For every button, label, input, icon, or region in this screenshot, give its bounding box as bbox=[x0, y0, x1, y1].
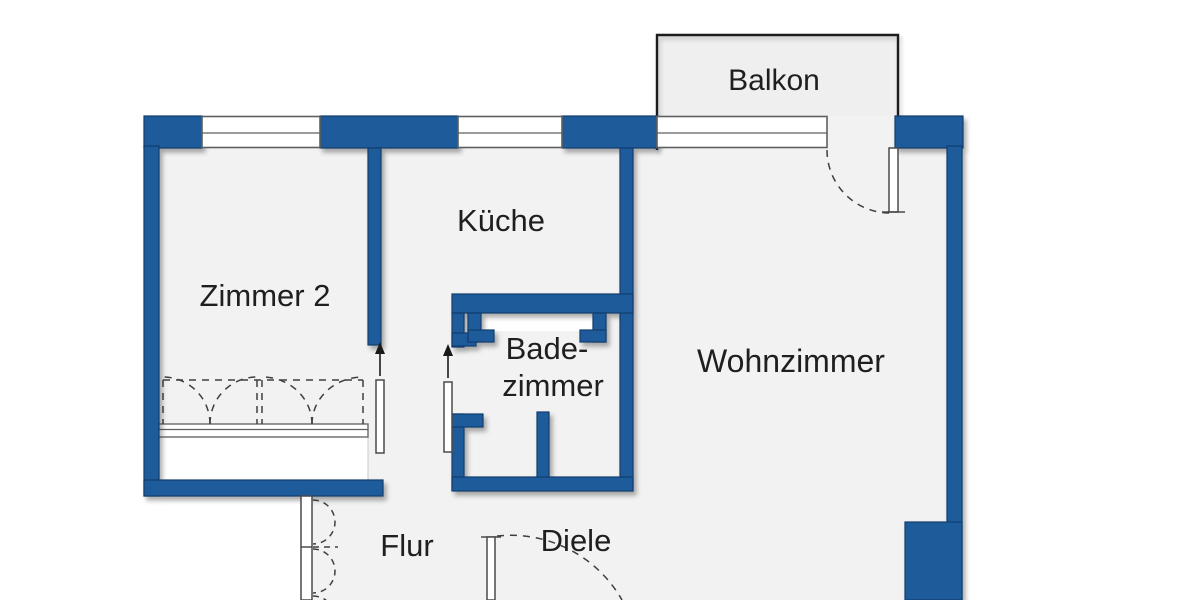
window-wohnzimmer bbox=[656, 115, 828, 149]
room-label-balkon: Balkon bbox=[728, 64, 820, 97]
wall-top-segment-3 bbox=[561, 115, 658, 149]
bay-door-swing-arc bbox=[209, 376, 258, 425]
wall-kueche-wohnzimmer-divider bbox=[619, 147, 634, 491]
wall-right-exterior bbox=[946, 145, 963, 600]
wall-top-segment-2 bbox=[319, 115, 459, 149]
zimmer2-window-bay bbox=[157, 376, 369, 481]
window-zimmer2 bbox=[201, 115, 321, 149]
zimmer2-door-leaf bbox=[375, 379, 385, 454]
bathroom-niche bbox=[481, 313, 593, 331]
bathroom-door bbox=[443, 344, 453, 453]
room-label-badezimmer-line2: zimmer bbox=[502, 368, 604, 403]
zimmer2-door bbox=[375, 342, 385, 454]
bathroom-door-leaf bbox=[443, 381, 453, 453]
room-label-wohnzimmer: Wohnzimmer bbox=[697, 343, 885, 379]
balcony bbox=[655, 33, 900, 150]
wall-bathroom-stub bbox=[536, 411, 550, 478]
diele-door-leaf bbox=[486, 536, 496, 600]
wall-zimmer2-divider bbox=[367, 147, 382, 346]
window-kueche bbox=[457, 115, 563, 149]
room-label-zimmer2: Zimmer 2 bbox=[200, 278, 331, 313]
flur-closet-front bbox=[300, 495, 313, 600]
wall-bathroom-left-lower-jamb bbox=[451, 413, 484, 428]
bathroom-door-arrow-head bbox=[443, 344, 453, 356]
flur-closet-door-arc bbox=[312, 499, 336, 545]
bay-recess bbox=[157, 436, 369, 481]
wall-top-corner-right bbox=[894, 115, 964, 149]
diele-door bbox=[481, 534, 623, 600]
wall-bathroom-bottom bbox=[451, 476, 634, 492]
wall-zimmer2-bottom bbox=[143, 479, 384, 497]
outside-area-bottom-left bbox=[0, 496, 301, 600]
wall-bathroom-top bbox=[451, 293, 634, 314]
flur-closet bbox=[300, 495, 338, 600]
walls bbox=[143, 115, 964, 600]
balcony-door-leaf bbox=[888, 147, 899, 213]
wall-niche-stub-left-foot bbox=[467, 329, 495, 343]
flur-closet-door-arc bbox=[312, 548, 336, 594]
bay-door-swing-arc bbox=[311, 376, 364, 425]
wall-left-exterior bbox=[143, 145, 160, 497]
flur-closet-door-arc bbox=[312, 595, 327, 600]
windows bbox=[201, 115, 828, 149]
bay-sill bbox=[157, 423, 369, 438]
wall-pillar-bottom-right bbox=[904, 521, 963, 600]
zimmer2-door-arrow-head bbox=[375, 342, 385, 354]
room-label-flur: Flur bbox=[380, 528, 433, 563]
bay-door-swing-arc bbox=[162, 376, 211, 425]
room-label-badezimmer-line1: Bade- bbox=[506, 331, 589, 366]
bay-door-swing-arc bbox=[261, 376, 313, 425]
diele-door-swing-arc bbox=[496, 534, 623, 600]
wall-top-segment-1 bbox=[143, 115, 203, 149]
balcony-door bbox=[826, 147, 905, 214]
wall-niche-stub-right-foot bbox=[579, 329, 607, 343]
balcony-parapet-line bbox=[655, 33, 900, 150]
room-label-diele: Diele bbox=[541, 523, 612, 558]
room-label-kueche: Küche bbox=[457, 203, 545, 238]
